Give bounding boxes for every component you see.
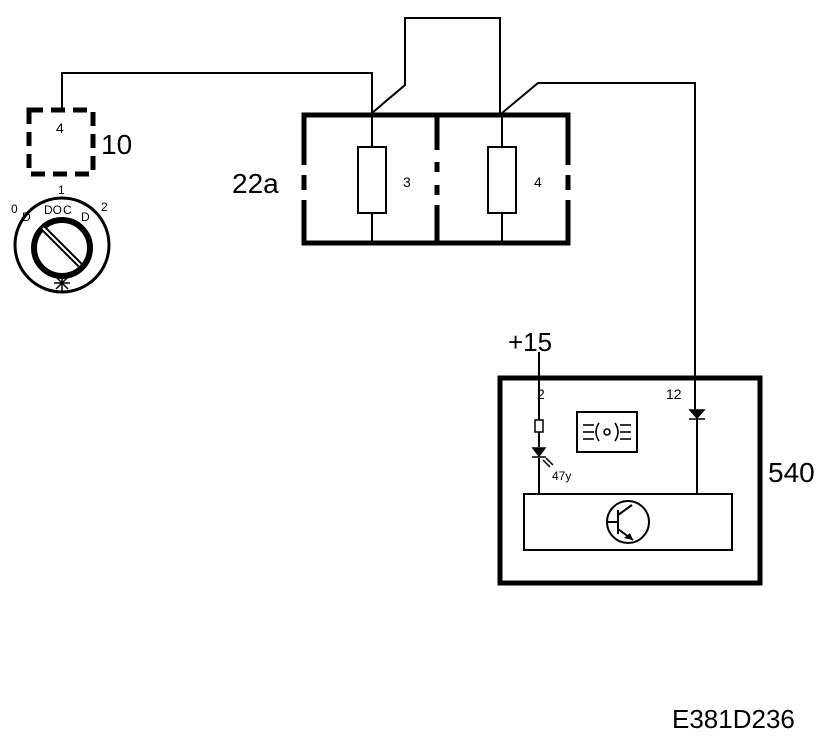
diode-icon [688, 409, 706, 420]
wires [61, 17, 698, 493]
switch-position-0: 0 [11, 202, 18, 216]
switch-position-2: 2 [101, 200, 108, 214]
connector-10-pin: 4 [56, 120, 64, 136]
supply-label: +15 [508, 327, 552, 357]
led-icon [531, 447, 554, 468]
fuse-3-label: 3 [403, 174, 411, 190]
control-board [523, 493, 733, 551]
transistor-icon [606, 500, 650, 544]
fuse-4-label: 4 [534, 174, 542, 190]
resistor-icon [534, 419, 544, 433]
module-540-box [497, 375, 763, 586]
svg-text:D: D [81, 210, 90, 224]
asterisk-icon [54, 275, 70, 291]
fuse-icon [357, 146, 387, 214]
wire-fuse-4-to-module [501, 82, 696, 410]
module-pin-2: 2 [537, 386, 545, 402]
fuse-box-ref: 22a [232, 168, 279, 199]
fuse-icon [487, 146, 517, 214]
svg-text:C: C [63, 203, 72, 217]
connector-10-ref: 10 [101, 129, 132, 160]
module-540: 2 12 540 47y [497, 375, 815, 586]
diagram-code: E381D236 [672, 704, 795, 734]
headlamp-icon [576, 411, 638, 453]
connector-10: 4 10 [26, 107, 132, 177]
resistor-label: 47y [552, 469, 571, 483]
wire-fuse-bridge [371, 17, 501, 114]
svg-text:DO: DO [44, 203, 62, 217]
module-ref: 540 [768, 457, 815, 488]
switch-position-1: 1 [58, 183, 65, 197]
fuse-box-22a: 3 4 22a [232, 112, 571, 246]
module-pin-12: 12 [666, 386, 682, 402]
wire-switch-to-fuse-3 [61, 72, 373, 113]
light-switch-icon: D DO C D 0 1 2 [11, 183, 111, 294]
connector-10-box [26, 107, 96, 177]
svg-text:D: D [22, 210, 31, 224]
